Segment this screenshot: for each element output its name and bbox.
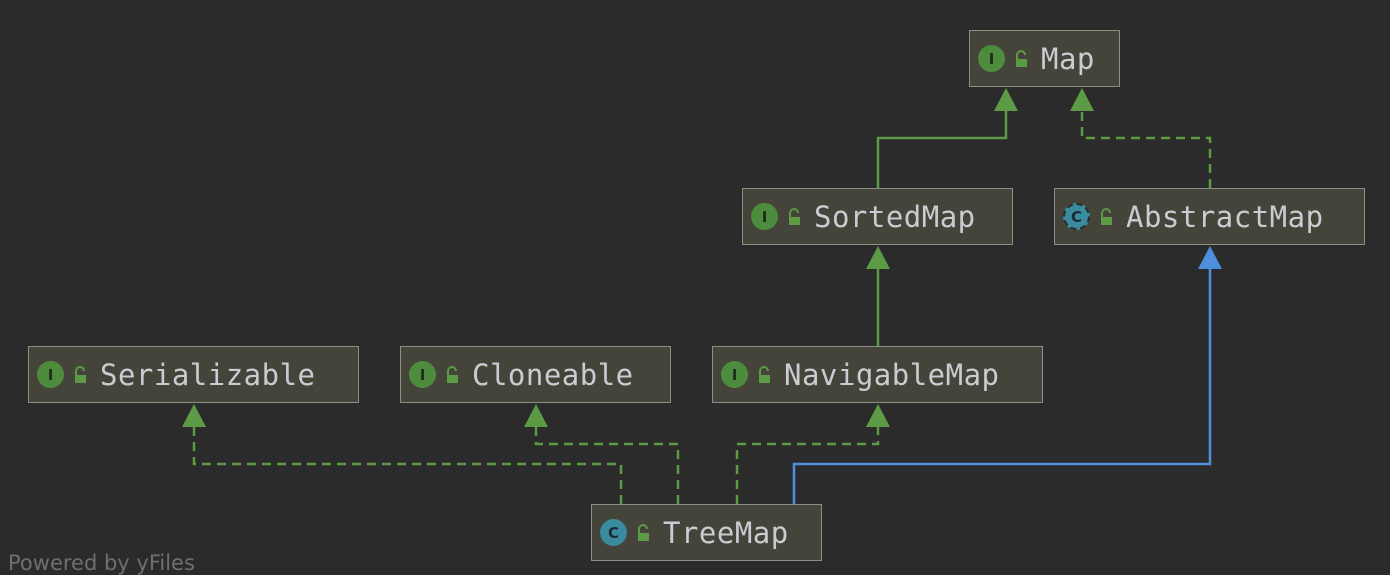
arrowhead <box>866 246 890 269</box>
node-label: NavigableMap <box>784 357 1000 392</box>
edge-line <box>792 268 1212 504</box>
edge-navigablemap-to-sortedmap <box>866 246 890 346</box>
edge-sortedmap-to-map <box>876 88 1018 188</box>
edge-line <box>876 110 1008 188</box>
node-label: TreeMap <box>663 515 789 550</box>
node-map[interactable]: I Map <box>969 30 1120 87</box>
node-treemap[interactable]: C TreeMap <box>591 504 822 561</box>
public-lock-icon <box>786 207 802 226</box>
node-abstractmap[interactable]: C AbstractMap <box>1054 188 1365 245</box>
node-serializable[interactable]: I Serializable <box>28 346 359 403</box>
arrowhead <box>182 404 206 427</box>
arrowhead <box>994 88 1018 111</box>
node-label: Map <box>1041 41 1095 76</box>
abstract-class-icon: C <box>1063 203 1090 230</box>
edge-line <box>534 426 680 504</box>
edge-treemap-to-cloneable <box>524 404 680 504</box>
edge-treemap-to-navigablemap <box>735 404 890 504</box>
public-lock-icon <box>1013 49 1029 68</box>
edge-line <box>1080 110 1212 188</box>
public-lock-icon <box>635 523 651 542</box>
arrowhead <box>1198 246 1222 269</box>
node-sortedmap[interactable]: I SortedMap <box>742 188 1013 245</box>
interface-icon: I <box>409 361 436 388</box>
interface-icon: I <box>37 361 64 388</box>
edge-treemap-to-abstractmap <box>792 246 1222 504</box>
node-label: Cloneable <box>472 357 634 392</box>
interface-icon: I <box>721 361 748 388</box>
public-lock-icon <box>1098 207 1114 226</box>
node-navigablemap[interactable]: I NavigableMap <box>712 346 1043 403</box>
edge-line <box>735 426 880 504</box>
node-label: AbstractMap <box>1126 199 1324 234</box>
arrowhead <box>1070 88 1094 111</box>
edge-line <box>192 426 623 504</box>
edge-treemap-to-serializable <box>182 404 623 504</box>
edge-abstractmap-to-map <box>1070 88 1212 188</box>
node-label: SortedMap <box>814 199 976 234</box>
public-lock-icon <box>444 365 460 384</box>
node-label: Serializable <box>100 357 316 392</box>
public-lock-icon <box>756 365 772 384</box>
interface-icon: I <box>751 203 778 230</box>
class-icon: C <box>600 519 627 546</box>
arrowhead <box>524 404 548 427</box>
powered-by-footer: Powered by yFiles <box>8 551 195 575</box>
node-cloneable[interactable]: I Cloneable <box>400 346 671 403</box>
public-lock-icon <box>72 365 88 384</box>
interface-icon: I <box>978 45 1005 72</box>
arrowhead <box>866 404 890 427</box>
